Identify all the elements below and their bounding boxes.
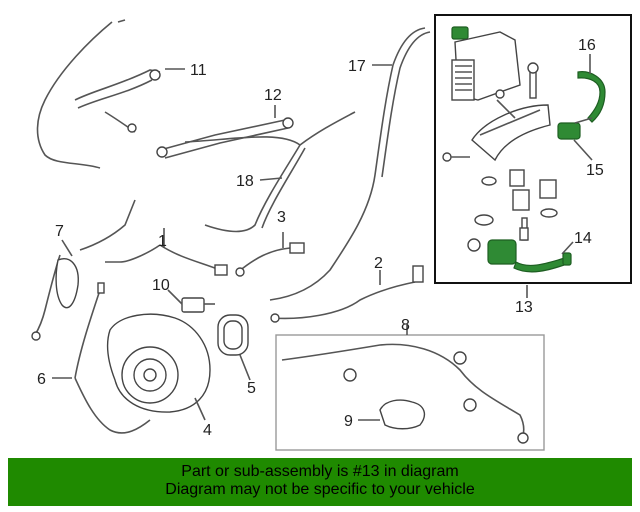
part-4-pump[interactable]	[106, 313, 211, 413]
callouts: 1 2 3 4 5 6 7 8 9 10 11 12 13 14 15 16 1…	[37, 37, 604, 439]
part-18-hose[interactable]	[184, 111, 356, 233]
part-2-sensor[interactable]	[270, 265, 424, 323]
callout-10: 10	[152, 277, 170, 294]
part-11-hose[interactable]	[36, 19, 161, 169]
callout-11: 11	[190, 62, 207, 79]
callout-9: 9	[344, 413, 353, 430]
callout-12: 12	[264, 87, 282, 104]
callout-6: 6	[37, 371, 46, 388]
callout-17: 17	[348, 58, 366, 75]
canister-bracket[interactable]	[471, 104, 551, 162]
part-17-hose[interactable]	[269, 27, 431, 301]
banner-line-2: Diagram may not be specific to your vehi…	[165, 481, 475, 498]
leader-lines	[52, 54, 593, 421]
part-15-valve[interactable]	[557, 117, 593, 140]
part-10-sensor[interactable]	[181, 297, 215, 313]
callout-5: 5	[247, 380, 256, 397]
callout-1: 1	[158, 233, 167, 250]
part-9-bracket[interactable]	[379, 399, 426, 430]
part-8-box[interactable]	[275, 334, 545, 451]
part-6-sensor[interactable]	[74, 282, 151, 434]
callout-4: 4	[203, 422, 212, 439]
part-12-hose[interactable]	[156, 117, 294, 159]
banner-line-1: Part or sub-assembly is #13 in diagram	[181, 463, 459, 480]
callout-13: 13	[515, 299, 533, 316]
callout-16: 16	[578, 37, 596, 54]
callout-8: 8	[401, 317, 410, 334]
part-7-harness[interactable]	[31, 199, 136, 341]
info-banner: Part or sub-assembly is #13 in diagram D…	[8, 458, 632, 506]
part-8-harness[interactable]	[281, 343, 529, 444]
part-16-hose[interactable]	[577, 71, 606, 123]
callout-15: 15	[586, 162, 604, 179]
callout-18: 18	[236, 173, 254, 190]
parts-diagram: 1 2 3 4 5 6 7 8 9 10 11 12 13 14 15 16 1…	[31, 14, 632, 451]
callout-14: 14	[574, 230, 592, 247]
callout-2: 2	[374, 255, 383, 272]
part-1-sensor[interactable]	[105, 244, 228, 276]
part-5-gasket[interactable]	[217, 314, 249, 356]
part-14-valve[interactable]	[487, 227, 572, 273]
canister[interactable]	[451, 26, 521, 101]
callout-7: 7	[55, 223, 64, 240]
part-3-sensor[interactable]	[235, 242, 305, 277]
callout-3: 3	[277, 209, 286, 226]
